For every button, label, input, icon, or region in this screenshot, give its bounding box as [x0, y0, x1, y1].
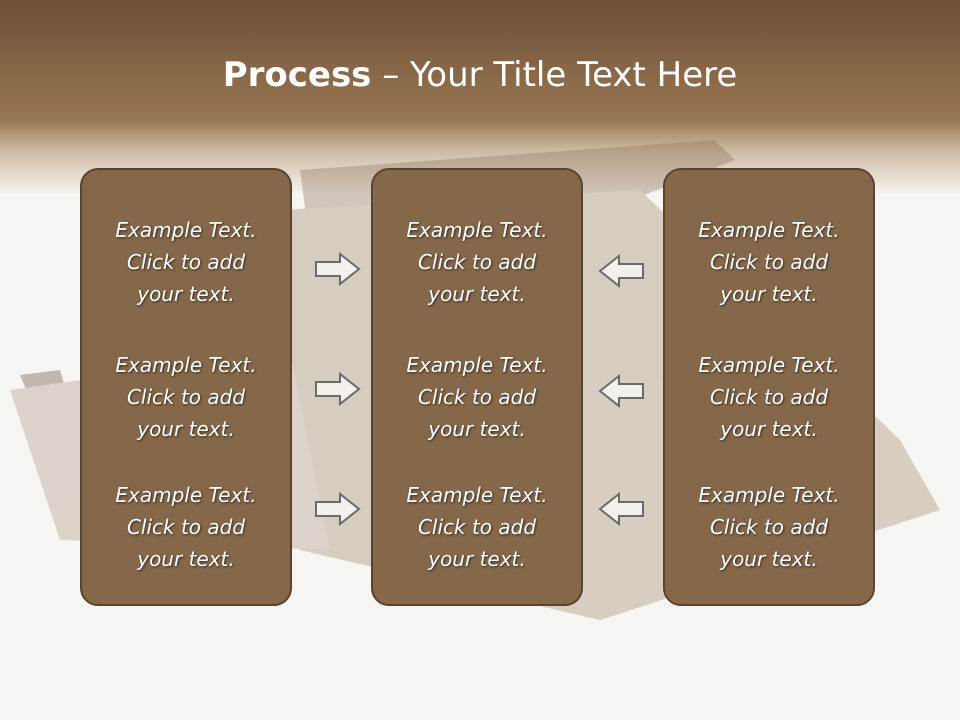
text-line: Example Text.: [115, 353, 257, 377]
text-block[interactable]: Example Text. Click to add your text.: [665, 349, 873, 445]
text-line: your text.: [720, 547, 818, 571]
text-block[interactable]: Example Text. Click to add your text.: [373, 214, 581, 310]
title-banner: [0, 0, 960, 200]
slide-title-bold: Process: [222, 55, 372, 95]
text-line: Example Text.: [406, 353, 548, 377]
text-line: Click to add: [126, 515, 246, 539]
process-panel-left[interactable]: Example Text. Click to add your text. Ex…: [80, 168, 292, 606]
arrow-right-icon: [315, 371, 361, 407]
arrow-left-icon: [598, 373, 644, 409]
arrow-left-icon: [598, 491, 644, 527]
text-line: your text.: [428, 417, 526, 441]
text-line: Click to add: [709, 515, 829, 539]
text-line: Example Text.: [406, 483, 548, 507]
text-line: Example Text.: [698, 483, 840, 507]
text-line: Example Text.: [115, 218, 257, 242]
text-line: your text.: [137, 547, 235, 571]
text-block[interactable]: Example Text. Click to add your text.: [82, 479, 290, 575]
text-line: Click to add: [417, 385, 537, 409]
arrow-right-icon: [315, 251, 361, 287]
text-line: Click to add: [709, 250, 829, 274]
slide-title-rest: – Your Title Text Here: [371, 55, 738, 95]
text-block[interactable]: Example Text. Click to add your text.: [665, 479, 873, 575]
text-block[interactable]: Example Text. Click to add your text.: [373, 349, 581, 445]
text-line: Click to add: [126, 250, 246, 274]
text-line: Example Text.: [406, 218, 548, 242]
text-line: Click to add: [126, 385, 246, 409]
text-line: Example Text.: [698, 218, 840, 242]
text-line: Click to add: [417, 250, 537, 274]
text-line: your text.: [137, 282, 235, 306]
slide-title[interactable]: Process – Your Title Text Here: [0, 52, 960, 98]
process-panel-right[interactable]: Example Text. Click to add your text. Ex…: [663, 168, 875, 606]
text-line: your text.: [428, 547, 526, 571]
process-panel-center[interactable]: Example Text. Click to add your text. Ex…: [371, 168, 583, 606]
text-block[interactable]: Example Text. Click to add your text.: [665, 214, 873, 310]
text-line: Example Text.: [698, 353, 840, 377]
text-block[interactable]: Example Text. Click to add your text.: [82, 214, 290, 310]
text-line: Example Text.: [115, 483, 257, 507]
text-line: Click to add: [417, 515, 537, 539]
text-line: your text.: [137, 417, 235, 441]
text-line: your text.: [720, 282, 818, 306]
text-block[interactable]: Example Text. Click to add your text.: [82, 349, 290, 445]
text-line: your text.: [720, 417, 818, 441]
arrow-right-icon: [315, 491, 361, 527]
text-line: your text.: [428, 282, 526, 306]
arrow-left-icon: [598, 253, 644, 289]
text-block[interactable]: Example Text. Click to add your text.: [373, 479, 581, 575]
text-line: Click to add: [709, 385, 829, 409]
